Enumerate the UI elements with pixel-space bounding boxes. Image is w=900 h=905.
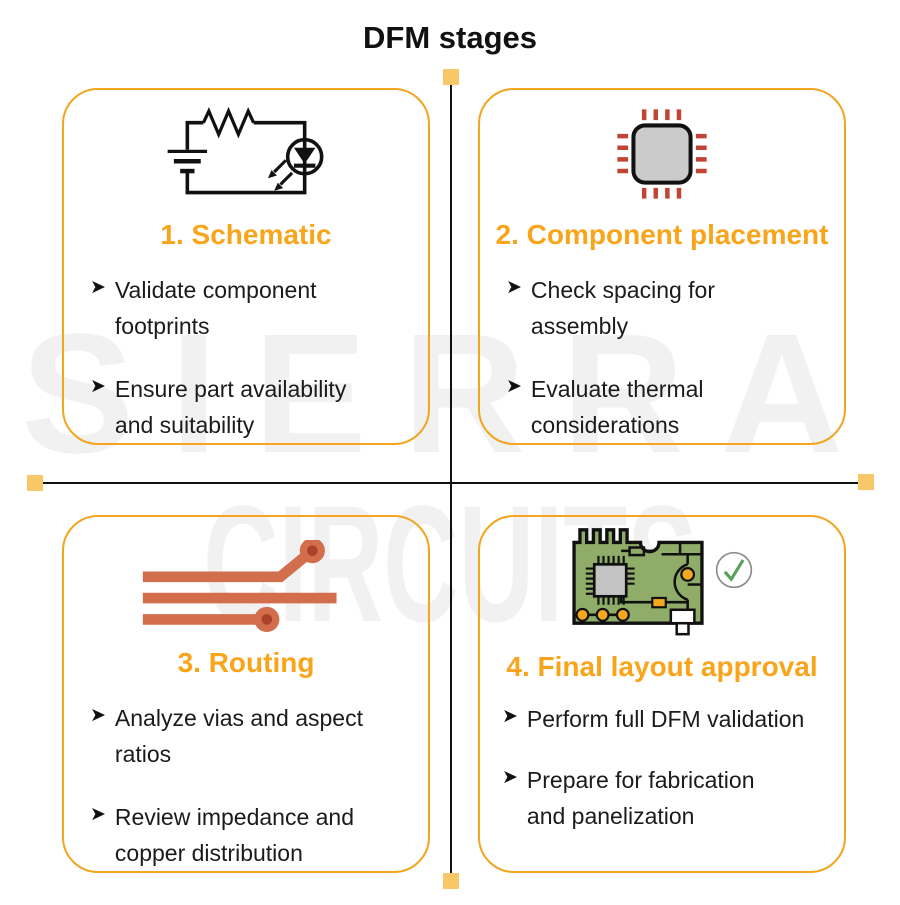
stage-title-2: 2. Component placement xyxy=(495,218,829,250)
bullet-text: Evaluate thermal considerations xyxy=(530,375,704,438)
list-item: ➤ Prepare for fabrication and panelizati… xyxy=(502,762,834,834)
bullet-text: Check spacing for assembly xyxy=(530,276,716,339)
stage-card-component-placement: 2. Component placement ➤ Check spacing f… xyxy=(478,88,846,445)
arrow-bullet-icon: ➤ xyxy=(90,276,106,298)
bullet-text: Analyze vias and aspect ratios xyxy=(114,704,363,767)
pcb-icon-box xyxy=(480,519,844,645)
bullet-text: Validate component footprints xyxy=(114,276,317,339)
list-item: ➤ Review impedance and copper distributi… xyxy=(90,799,418,871)
bullet-text: Review impedance and copper distribution xyxy=(114,803,355,866)
list-item: ➤ Validate component footprints xyxy=(90,272,418,344)
watermark-sierra: SIERRA xyxy=(20,299,880,489)
stage-card-schematic: 1. Schematic ➤ Validate component footpr… xyxy=(62,88,430,445)
horizontal-divider xyxy=(36,482,874,484)
arrow-bullet-icon: ➤ xyxy=(506,276,522,298)
list-item: ➤ Evaluate thermal considerations xyxy=(506,371,834,443)
arrow-bullet-icon: ➤ xyxy=(506,375,522,397)
chip-icon xyxy=(617,109,707,199)
stage-title-3: 3. Routing xyxy=(177,646,315,678)
schematic-icon-box xyxy=(64,96,428,213)
bullet-text: Ensure part availability and suitability xyxy=(114,375,347,438)
chip-icon-box xyxy=(480,96,844,213)
circuit-schematic-icon xyxy=(167,106,324,195)
pcb-board-check-icon xyxy=(572,528,704,636)
arrow-bullet-icon: ➤ xyxy=(502,706,518,727)
arrow-bullet-icon: ➤ xyxy=(90,375,106,397)
arrow-bullet-icon: ➤ xyxy=(502,767,518,789)
routing-icon-box xyxy=(64,531,428,641)
bullet-text: Prepare for fabrication and panelization xyxy=(526,767,755,830)
list-item: ➤ Perform full DFM validation xyxy=(502,701,834,737)
list-item: ➤ Check spacing for assembly xyxy=(506,272,834,344)
divider-endpoint-bottom xyxy=(443,873,459,889)
copper-traces-icon xyxy=(142,539,337,632)
vertical-divider xyxy=(450,76,452,888)
list-item: ➤ Analyze vias and aspect ratios xyxy=(90,700,418,772)
divider-endpoint-left xyxy=(27,475,43,491)
bullet-text: Perform full DFM validation xyxy=(526,706,805,732)
arrow-bullet-icon: ➤ xyxy=(90,803,106,825)
divider-endpoint-top xyxy=(443,69,459,85)
stage-3-bullets: ➤ Analyze vias and aspect ratios ➤ Revie… xyxy=(64,700,428,871)
stage-2-bullets: ➤ Check spacing for assembly ➤ Evaluate … xyxy=(480,272,844,443)
list-item: ➤ Ensure part availability and suitabili… xyxy=(90,371,418,443)
stage-card-final-layout-approval: 4. Final layout approval ➤ Perform full … xyxy=(478,515,846,873)
stage-4-bullets: ➤ Perform full DFM validation ➤ Prepare … xyxy=(480,701,844,834)
page-title: DFM stages xyxy=(363,20,537,55)
stage-title-4: 4. Final layout approval xyxy=(506,651,818,682)
stage-title-1: 1. Schematic xyxy=(160,218,332,250)
checkmark-icon xyxy=(715,551,753,589)
divider-endpoint-right xyxy=(858,474,874,490)
stage-card-routing: 3. Routing ➤ Analyze vias and aspect rat… xyxy=(62,515,430,873)
arrow-bullet-icon: ➤ xyxy=(90,704,106,726)
stage-1-bullets: ➤ Validate component footprints ➤ Ensure… xyxy=(64,272,428,443)
